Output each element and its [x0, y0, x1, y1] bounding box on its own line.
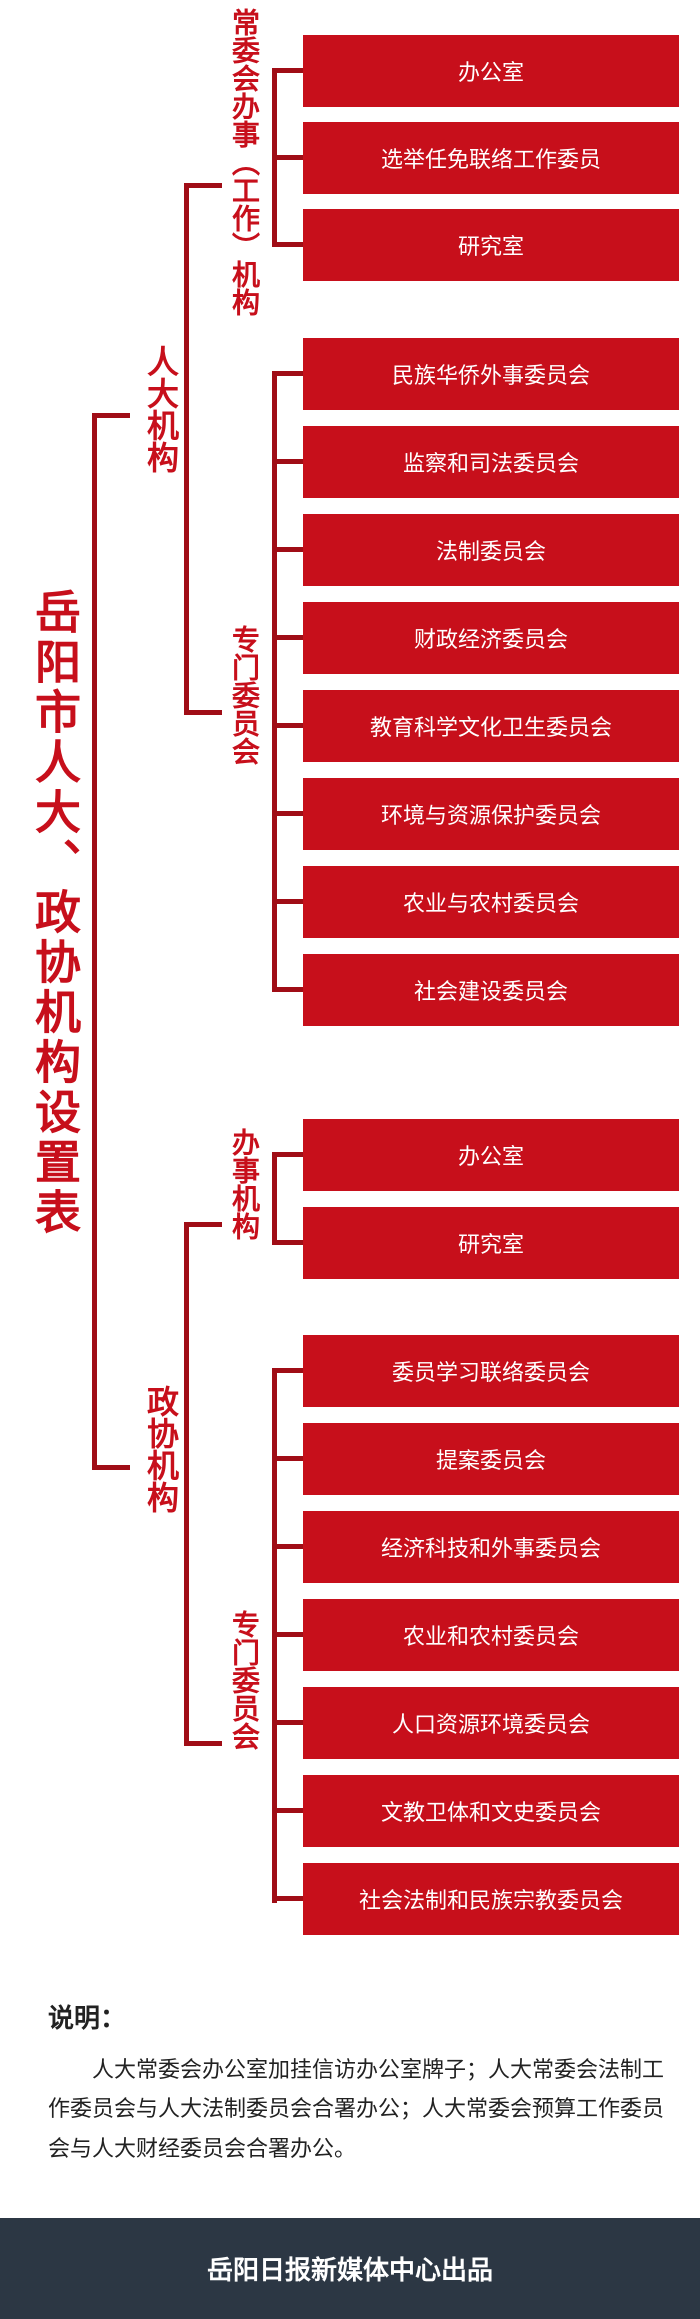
note-body: 人大常委会办公室加挂信访办公室牌子；人大常委会法制工作委员会与人大法制委员会合署… — [48, 2057, 665, 2162]
box-connector — [272, 1720, 303, 1725]
box-connector — [272, 1544, 303, 1549]
box-connector — [272, 635, 303, 640]
note-title: 说明： — [48, 2004, 127, 2034]
box-connector — [272, 1896, 303, 1901]
box-connector — [272, 459, 303, 464]
renda-label: 人大机构 — [142, 345, 180, 473]
org-box: 经济科技和外事委员会 — [303, 1511, 679, 1583]
box-connector — [272, 1456, 303, 1461]
org-box: 农业和农村委员会 — [303, 1599, 679, 1671]
box-connector — [272, 1152, 303, 1157]
org-box: 民族华侨外事委员会 — [303, 338, 679, 410]
org-box: 社会法制和民族宗教委员会 — [303, 1863, 679, 1935]
box-connector — [272, 242, 303, 247]
org-box: 法制委员会 — [303, 514, 679, 586]
box-connector — [272, 1240, 303, 1245]
org-box: 教育科学文化卫生委员会 — [303, 690, 679, 762]
renda-special-bracket — [272, 373, 277, 990]
org-box: 社会建设委员会 — [303, 954, 679, 1026]
box-connector — [272, 547, 303, 552]
org-box: 选举任免联络工作委员 — [303, 122, 679, 194]
box-connector — [272, 68, 303, 73]
note: 说明： 人大常委会办公室加挂信访办公室牌子；人大常委会法制工作委员会与人大法制委… — [48, 1996, 678, 2170]
box-connector — [272, 1368, 303, 1373]
zhengxie-label: 政协机构 — [142, 1385, 180, 1513]
org-box: 农业与农村委员会 — [303, 866, 679, 938]
org-box: 文教卫体和文史委员会 — [303, 1775, 679, 1847]
footer-credit: 岳阳日报新媒体中心出品 — [0, 2218, 700, 2319]
org-box: 提案委员会 — [303, 1423, 679, 1495]
org-box: 委员学习联络委员会 — [303, 1335, 679, 1407]
box-connector — [272, 155, 303, 160]
zhengxie-office-label: 办事机构 — [228, 1128, 261, 1240]
box-connector — [272, 899, 303, 904]
page-title: 岳阳市人大、政协机构设置表 — [28, 588, 82, 1238]
box-connector — [272, 1808, 303, 1813]
box-connector — [272, 371, 303, 376]
org-box: 研究室 — [303, 209, 679, 281]
zhengxie-connector — [184, 1224, 189, 1746]
trunk-connector — [92, 415, 97, 1470]
box-connector — [272, 811, 303, 816]
zhengxie-branch-special — [184, 1741, 222, 1746]
trunk-branch-zhengxie — [92, 1465, 130, 1470]
renda-standing-label: 常委会办事（工作）机构 — [228, 8, 261, 316]
org-box: 研究室 — [303, 1207, 679, 1279]
org-box: 财政经济委员会 — [303, 602, 679, 674]
box-connector — [272, 1632, 303, 1637]
org-box: 人口资源环境委员会 — [303, 1687, 679, 1759]
box-connector — [272, 987, 303, 992]
office-bracket — [272, 1154, 277, 1242]
renda-connector — [184, 185, 189, 715]
renda-branch-special — [184, 710, 222, 715]
renda-branch-standing — [184, 183, 222, 188]
org-box: 办公室 — [303, 35, 679, 107]
org-box: 环境与资源保护委员会 — [303, 778, 679, 850]
renda-special-label: 专门委员会 — [228, 625, 261, 765]
box-connector — [272, 723, 303, 728]
org-box: 办公室 — [303, 1119, 679, 1191]
org-box: 监察和司法委员会 — [303, 426, 679, 498]
zhengxie-branch-office — [184, 1222, 222, 1227]
trunk-branch-renda — [92, 413, 130, 418]
zhengxie-special-label: 专门委员会 — [228, 1610, 261, 1750]
